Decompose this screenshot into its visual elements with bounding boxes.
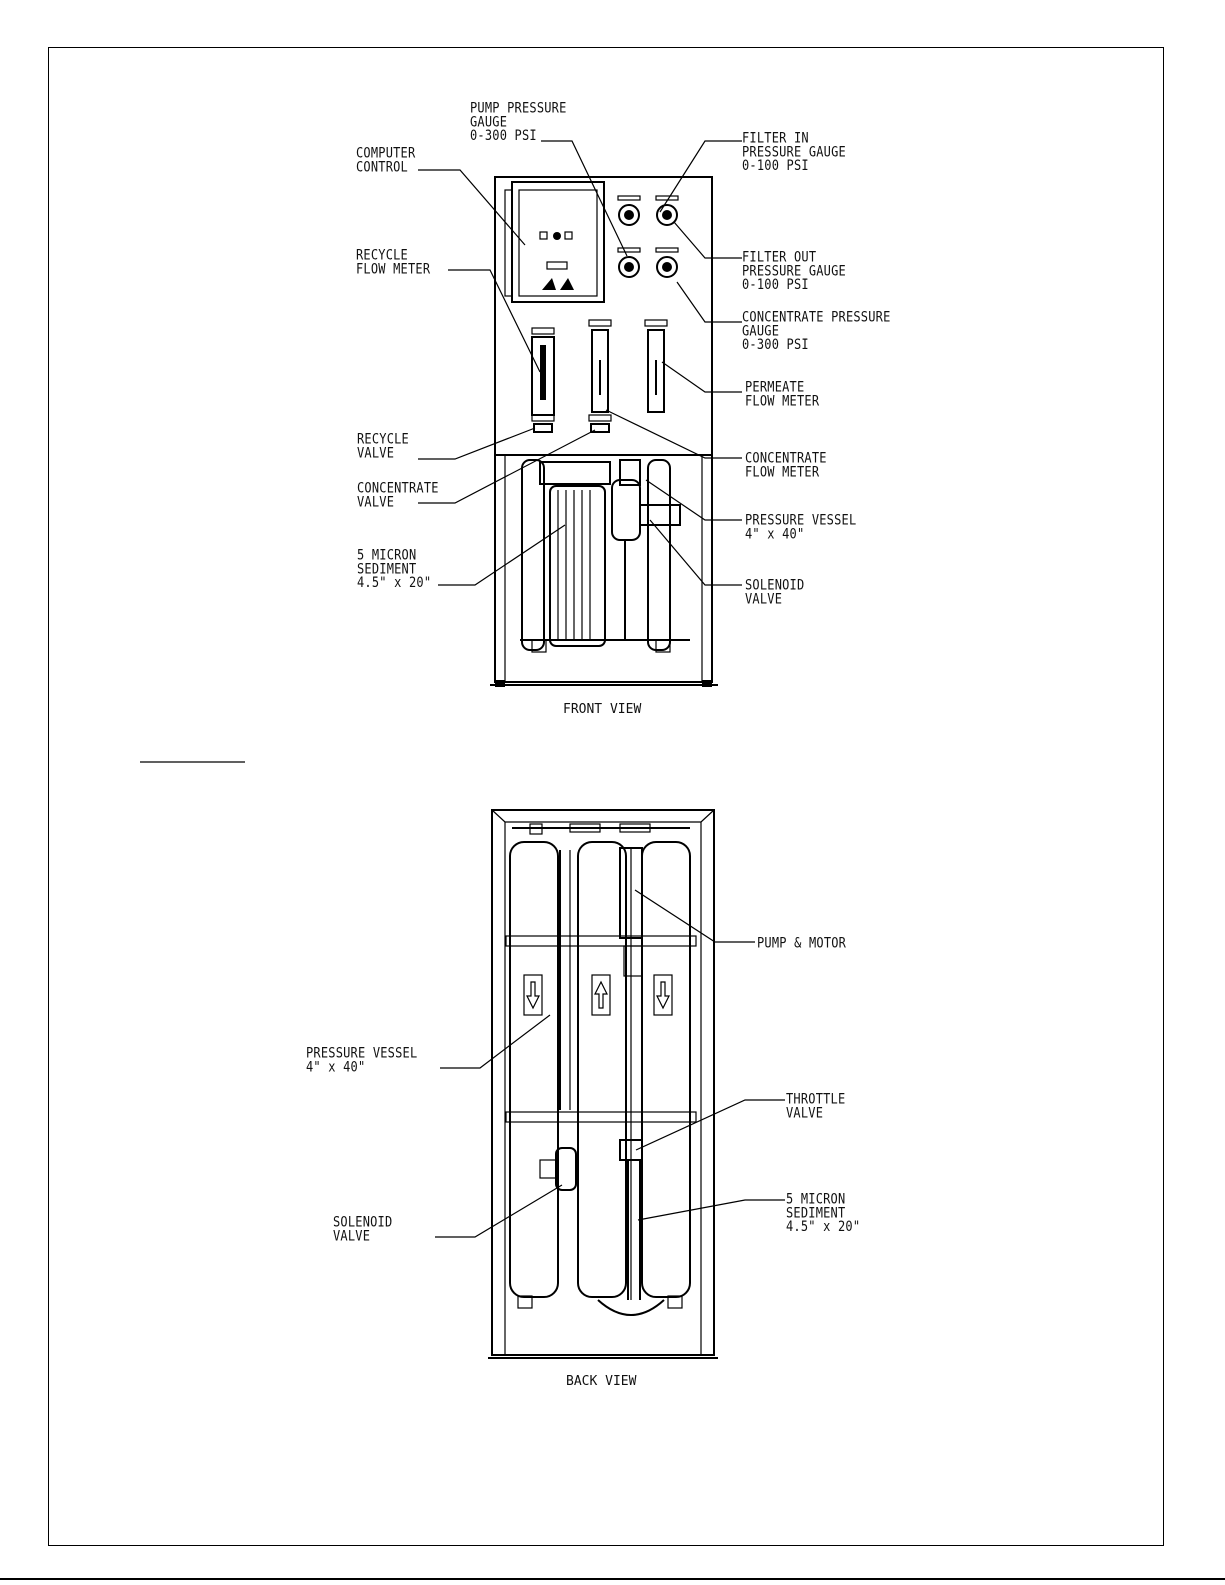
label-recycle-valve: RECYCLE VALVE <box>357 430 409 461</box>
label-pump-pressure-gauge: PUMP PRESSURE GAUGE 0-300 PSI <box>470 99 567 144</box>
back-pressure-vessels <box>505 841 697 1298</box>
label-solenoid-back: SOLENOID VALVE <box>333 1213 393 1244</box>
front-flow-meters <box>531 319 668 416</box>
label-sediment-back: 5 MICRON SEDIMENT 4.5" x 20" <box>786 1190 861 1235</box>
front-view-caption: FRONT VIEW <box>563 702 642 717</box>
leader-lines <box>140 140 785 1238</box>
label-pump-motor: PUMP & MOTOR <box>757 934 847 951</box>
front-view-drawing <box>490 176 718 687</box>
label-permeate-flow-meter: PERMEATE FLOW METER <box>745 378 820 409</box>
label-recycle-flow-meter: RECYCLE FLOW METER <box>356 246 431 277</box>
back-frame <box>491 809 715 1356</box>
computer-control-box <box>504 181 605 303</box>
back-sediment-throttle <box>517 1139 683 1316</box>
bottom-rule <box>0 1578 1225 1580</box>
label-sediment-front: 5 MICRON SEDIMENT 4.5" x 20" <box>357 546 432 591</box>
page-frame <box>48 47 1164 1546</box>
label-pressure-vessel-back: PRESSURE VESSEL 4" x 40" <box>306 1044 418 1075</box>
label-solenoid-front: SOLENOID VALVE <box>745 576 805 607</box>
label-concentrate-valve: CONCENTRATE VALVE <box>357 479 439 510</box>
front-valves <box>531 414 612 433</box>
label-filter-out-gauge: FILTER OUT PRESSURE GAUGE 0-100 PSI <box>742 248 846 293</box>
back-view-caption: BACK VIEW <box>566 1374 637 1389</box>
label-concentrate-pressure-gauge: CONCENTRATE PRESSURE GAUGE 0-300 PSI <box>742 308 891 353</box>
back-solenoid <box>539 1147 577 1191</box>
front-lower-equipment <box>520 459 690 653</box>
back-pump-motor <box>619 847 643 1300</box>
label-throttle-valve: THROTTLE VALVE <box>786 1090 846 1121</box>
label-filter-in-gauge: FILTER IN PRESSURE GAUGE 0-100 PSI <box>742 129 846 174</box>
front-gauges <box>617 195 679 278</box>
label-computer-control: COMPUTER CONTROL <box>356 144 416 175</box>
label-concentrate-flow-meter: CONCENTRATE FLOW METER <box>745 449 827 480</box>
back-view-drawing <box>488 809 718 1359</box>
label-pressure-vessel-front: PRESSURE VESSEL 4" x 40" <box>745 511 857 542</box>
front-frame <box>494 454 713 683</box>
